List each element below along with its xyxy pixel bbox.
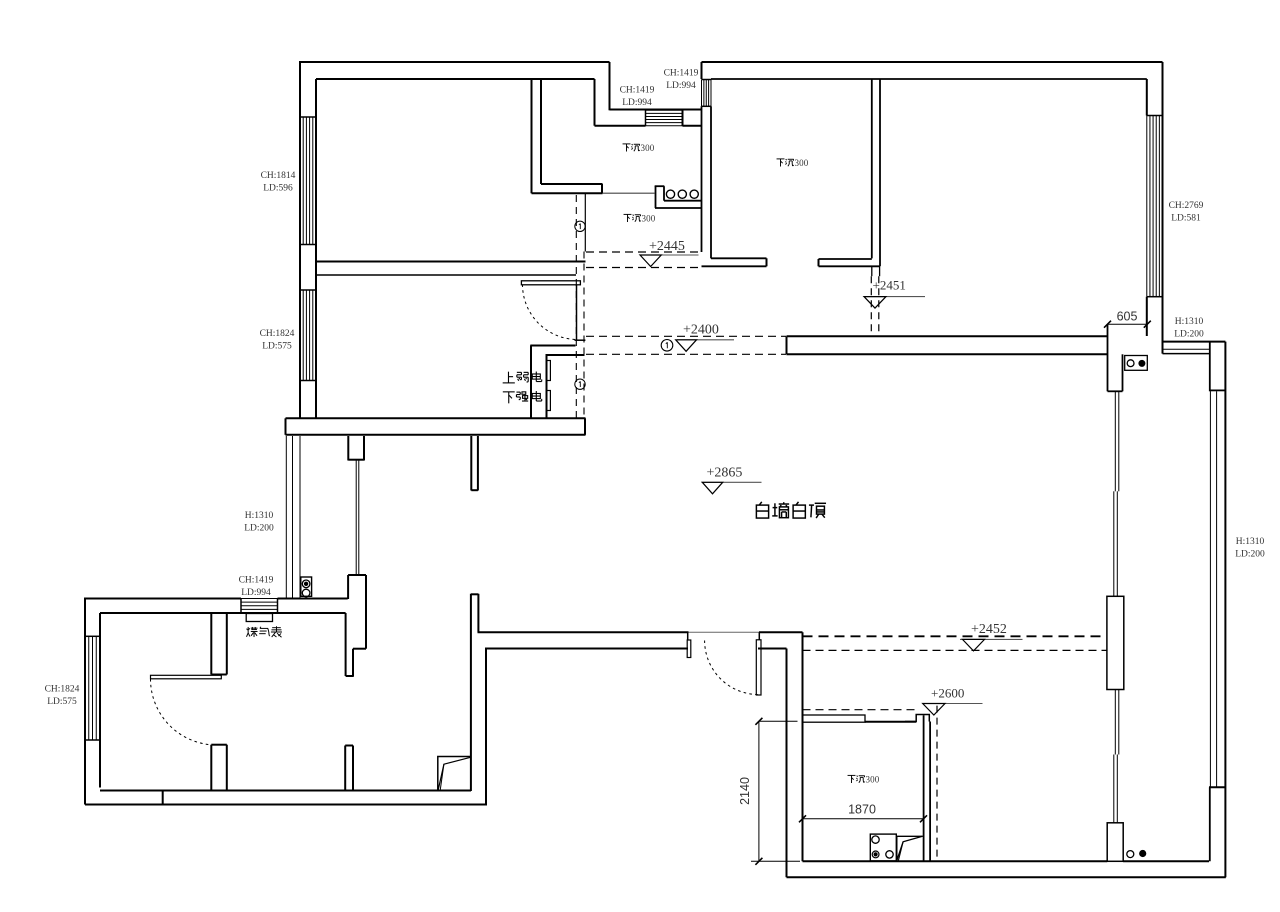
svg-text:3: 3 xyxy=(865,774,870,784)
svg-text:+2865: +2865 xyxy=(707,466,743,481)
svg-text:LD:994: LD:994 xyxy=(666,81,696,91)
svg-text:H:1310: H:1310 xyxy=(1236,537,1265,547)
svg-text:LD:581: LD:581 xyxy=(1171,214,1201,224)
svg-text:+2400: +2400 xyxy=(683,323,719,338)
svg-text:LD:994: LD:994 xyxy=(622,98,652,108)
svg-text:CH:2769: CH:2769 xyxy=(1169,201,1204,211)
svg-text:LD:596: LD:596 xyxy=(263,184,293,194)
svg-text:LD:994: LD:994 xyxy=(241,588,271,598)
svg-text:+2600: +2600 xyxy=(931,686,964,701)
svg-text:LD:200: LD:200 xyxy=(1235,550,1265,560)
svg-text:605: 605 xyxy=(1117,310,1138,324)
svg-text:LD:575: LD:575 xyxy=(47,697,77,707)
svg-text:LD:575: LD:575 xyxy=(262,342,292,352)
svg-text:CH:1814: CH:1814 xyxy=(261,171,296,181)
svg-text:1870: 1870 xyxy=(848,803,876,817)
svg-text:CH:1419: CH:1419 xyxy=(620,86,655,96)
svg-text:CH:1824: CH:1824 xyxy=(45,685,80,695)
svg-text:LD:200: LD:200 xyxy=(244,524,274,534)
svg-text:3: 3 xyxy=(641,213,646,223)
svg-text:0: 0 xyxy=(645,143,650,153)
svg-text:H:1310: H:1310 xyxy=(1175,317,1204,327)
svg-text:3: 3 xyxy=(794,158,799,168)
svg-text:LD:200: LD:200 xyxy=(1174,330,1204,340)
svg-text:0: 0 xyxy=(799,158,804,168)
svg-text:0: 0 xyxy=(870,774,875,784)
svg-text:+2452: +2452 xyxy=(971,622,1007,637)
svg-text:+2445: +2445 xyxy=(649,239,685,254)
svg-text:CH:1824: CH:1824 xyxy=(260,329,295,339)
svg-text:0: 0 xyxy=(804,158,809,168)
svg-text:0: 0 xyxy=(651,213,656,223)
svg-text:3: 3 xyxy=(640,143,645,153)
svg-text:2140: 2140 xyxy=(738,777,752,805)
svg-text:CH:1419: CH:1419 xyxy=(239,576,274,586)
svg-text:CH:1419: CH:1419 xyxy=(664,69,699,79)
svg-text:H:1310: H:1310 xyxy=(245,511,274,521)
svg-text:+2451: +2451 xyxy=(873,278,906,293)
svg-text:0: 0 xyxy=(646,213,651,223)
svg-text:0: 0 xyxy=(650,143,655,153)
svg-text:0: 0 xyxy=(875,774,880,784)
